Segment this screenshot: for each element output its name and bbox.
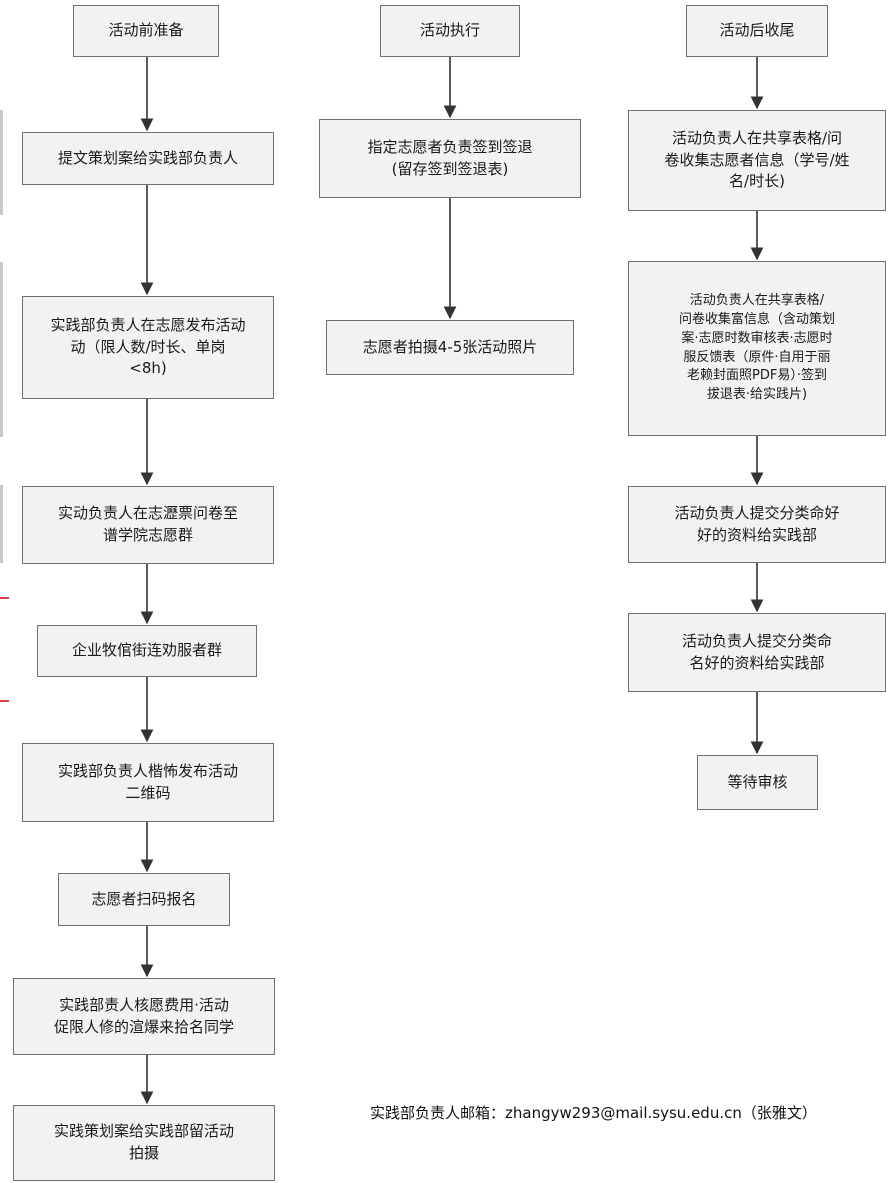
flow-step: 活动负责人提交分类命好 好的资料给实践部 [628, 486, 886, 563]
flow-step: 志愿者扫码报名 [58, 873, 230, 926]
flow-step-final: 等待审核 [697, 755, 818, 810]
edge-red-mark [0, 597, 9, 599]
contact-email-note: 实践部负责人邮箱：zhangyw293@mail.sysu.edu.cn（张雅文… [370, 1104, 817, 1122]
flow-step: 指定志愿者负责签到签退 (留存签到签退表) [319, 119, 581, 198]
flow-step: 志愿者拍摄4-5张活动照片 [326, 320, 574, 375]
edge-fragment [0, 110, 3, 215]
edge-red-mark [0, 700, 9, 702]
column-header-prep: 活动前准备 [73, 5, 219, 57]
flow-step: 实践部负责人楷怖发布活动 二维码 [22, 743, 274, 822]
column-header-exec: 活动执行 [380, 5, 520, 57]
column-header-post: 活动后收尾 [686, 5, 828, 57]
flow-step: 实践策划案给实践部留活动 拍摄 [13, 1105, 275, 1181]
flow-step: 实践部责人核愿费用·活动 促限人修的渲爆来拾名同学 [13, 978, 275, 1055]
flow-step: 活动负责人提交分类命 名好的资料给实践部 [628, 613, 886, 692]
flow-step: 活动负责人在共享表格/ 问卷收集富信息（含动策划 案·志愿时数审核表·志愿时 服… [628, 261, 886, 436]
flow-step: 实动负责人在志瀝票问卷至 谱学院志愿群 [22, 486, 274, 564]
flow-step: 活动负责人在共享表格/问 卷收集志愿者信息（学号/姓 名/时长) [628, 110, 886, 211]
flow-step: 实践部负责人在志愿发布活动 动（限人数/时长、单岗 <8h) [22, 296, 274, 399]
edge-fragment [0, 262, 3, 437]
flow-step: 企业牧倌街连劝服者群 [37, 625, 257, 677]
edge-fragment [0, 485, 3, 563]
flow-step: 提文策划案给实践部负责人 [22, 132, 274, 185]
